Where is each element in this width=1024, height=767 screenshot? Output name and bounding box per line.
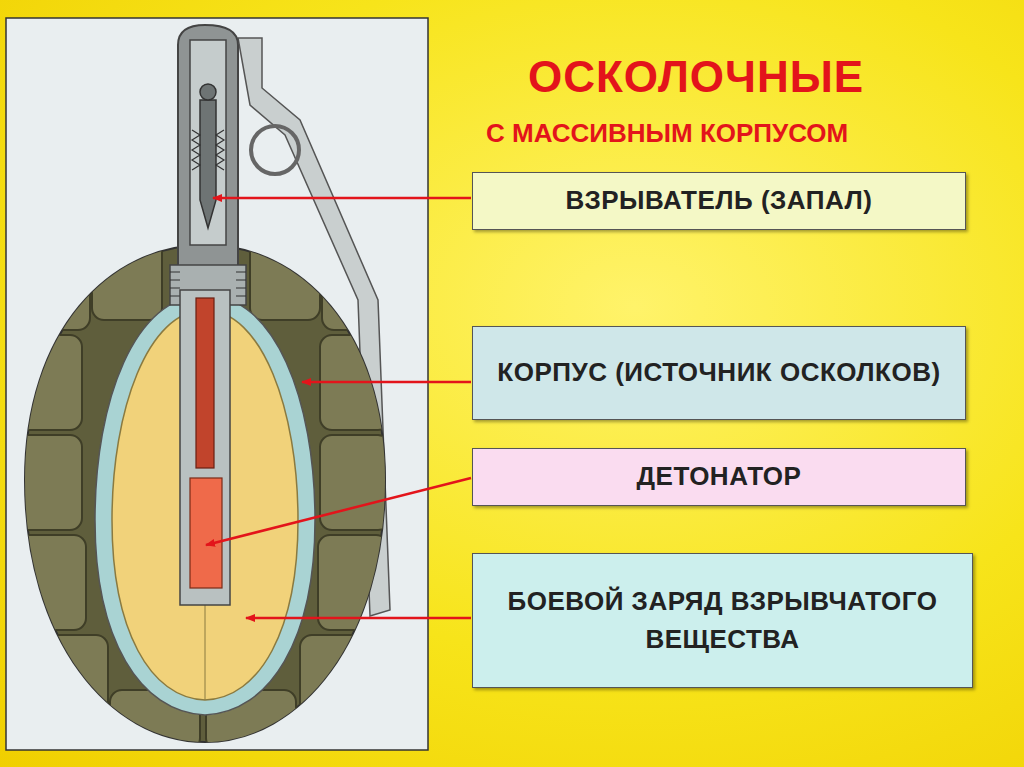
text-group: БОЕВОЙ ЗАРЯД ВЗРЫВЧАТОГО ВЕЩЕСТВА [487,583,958,658]
delay-column [196,298,214,468]
firing-pin [200,100,216,228]
leader-line [246,617,471,620]
picture-panel [6,18,428,750]
text-group: ВЗРЫВАТЕЛЬ (ЗАПАЛ) [566,182,873,220]
leader-line [213,197,471,200]
title: ОСКОЛОЧНЫЕ [528,52,864,102]
subtitle: С МАССИВНЫМ КОРПУСОМ [486,118,848,149]
detonator-box: ДЕТОНАТОР [472,448,966,506]
detonator-tube [180,290,230,605]
charge-box: БОЕВОЙ ЗАРЯД ВЗРЫВЧАТОГО ВЕЩЕСТВА [472,553,973,688]
box-label: БОЕВОЙ ЗАРЯД ВЗРЫВЧАТОГО ВЕЩЕСТВА [487,583,958,658]
pull-ring [251,126,299,174]
fuse-channel [190,40,226,245]
spring [192,130,224,170]
box-label: ВЗРЫВАТЕЛЬ (ЗАПАЛ) [566,182,873,220]
text-group: КОРПУС (ИСТОЧНИК ОСКОЛКОВ) [497,354,940,392]
leader-line [302,381,471,384]
fuse-box: ВЗРЫВАТЕЛЬ (ЗАПАЛ) [472,172,966,230]
section-line [205,600,206,700]
box-label: КОРПУС (ИСТОЧНИК ОСКОЛКОВ) [497,354,940,392]
box-label: ДЕТОНАТОР [637,458,802,496]
fuse-housing [178,25,238,270]
body-liner [95,295,315,715]
leader-line [206,478,471,545]
body-segments [12,240,392,750]
detonator-cap [190,478,222,588]
body-box: КОРПУС (ИСТОЧНИК ОСКОЛКОВ) [472,326,966,420]
text-group: ДЕТОНАТОР [637,458,802,496]
